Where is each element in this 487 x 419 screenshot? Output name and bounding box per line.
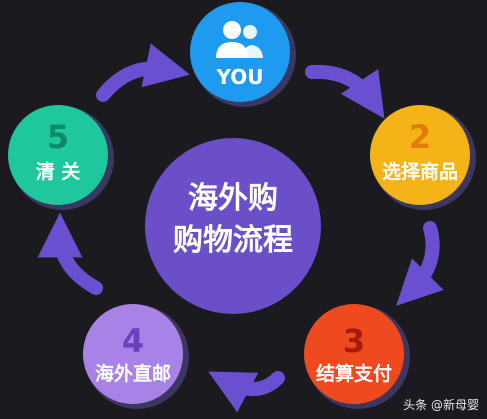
watermark: 头条 @新母婴 bbox=[403, 398, 479, 412]
step-you: YOU bbox=[190, 2, 296, 107]
step-4: 4 海外直邮 bbox=[83, 304, 189, 409]
step-3-circle bbox=[304, 304, 404, 404]
arrow-step4-to-step5 bbox=[37, 212, 103, 295]
center-title-line1: 海外购 bbox=[188, 181, 278, 216]
step-4-label: 海外直邮 bbox=[95, 362, 171, 385]
arrow-step3-to-step4 bbox=[208, 371, 285, 413]
flow-arrows bbox=[37, 43, 444, 413]
step-5-label: 清 关 bbox=[36, 160, 81, 183]
center-circle bbox=[145, 138, 321, 314]
step-4-number: 4 bbox=[122, 322, 144, 360]
users-icon bbox=[216, 21, 263, 58]
step-2-circle bbox=[370, 105, 470, 205]
center-title-line2: 购物流程 bbox=[173, 223, 293, 258]
step-3-label: 结算支付 bbox=[316, 362, 392, 385]
arrow-step5-to-you bbox=[96, 43, 190, 102]
step-5-circle bbox=[8, 105, 108, 205]
arrow-you-to-step2 bbox=[305, 64, 385, 119]
step-2: 2 选择商品 bbox=[370, 105, 476, 210]
arrow-step2-to-step3 bbox=[396, 221, 444, 306]
step-3: 3 结算支付 bbox=[304, 304, 410, 409]
step-5-number: 5 bbox=[47, 118, 69, 156]
center-node: 海外购 购物流程 bbox=[145, 138, 321, 314]
step-5: 5 清 关 bbox=[8, 105, 114, 210]
step-2-number: 2 bbox=[409, 118, 431, 156]
step-3-number: 3 bbox=[343, 322, 365, 360]
step-2-label: 选择商品 bbox=[382, 160, 458, 183]
step-you-label: YOU bbox=[215, 65, 263, 89]
step-4-circle bbox=[83, 304, 183, 404]
